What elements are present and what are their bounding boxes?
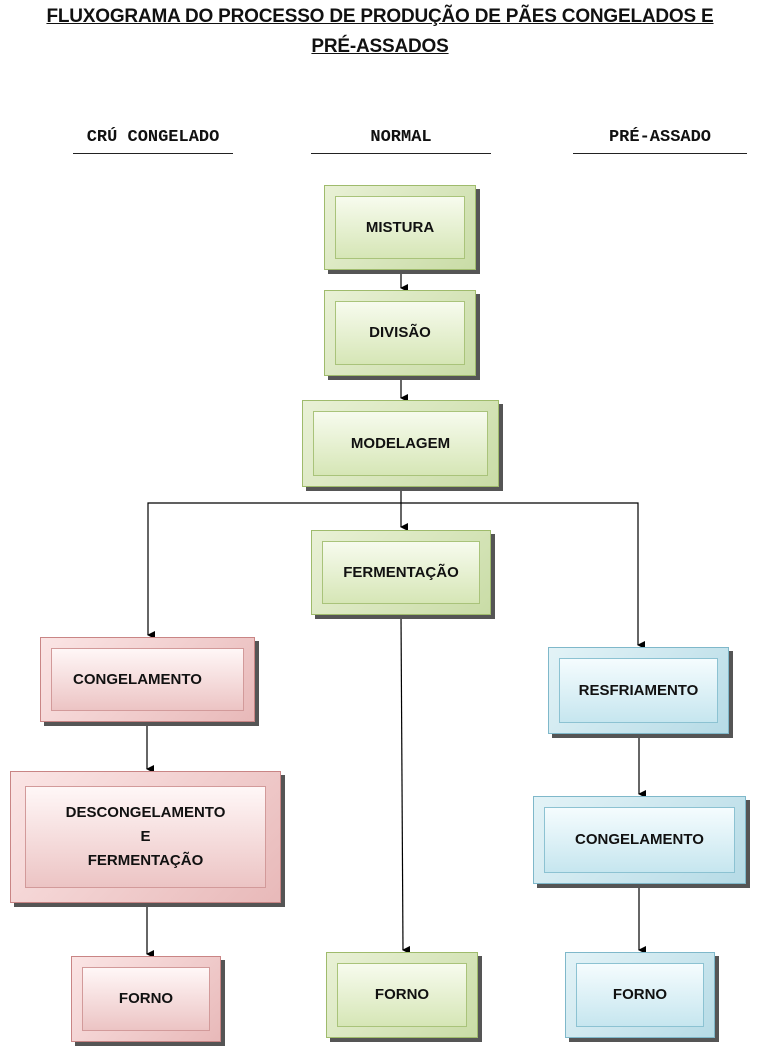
column-header-pre-assado: PRÉ-ASSADO [573,128,747,154]
column-header-normal: NORMAL [311,128,491,154]
node-modelagem: MODELAGEM [302,400,499,487]
diagram-title-line-2: PRÉ-ASSADOS [311,36,449,57]
node-fermentacao: FERMENTAÇÃO [311,530,491,615]
node-forno-cru: FORNO [71,956,221,1042]
diagram-title-line-1: FLUXOGRAMA DO PROCESSO DE PRODUÇÃO DE PÃ… [46,6,714,27]
node-divisao: DIVISÃO [324,290,476,376]
node-forno-normal: FORNO [326,952,478,1038]
node-mistura: MISTURA [324,185,476,270]
arrow-fermentacao-forno [400,614,411,954]
column-header-cru-congelado: CRÚ CONGELADO [73,128,233,154]
node-congelamento-cru: CONGELAMENTO [40,637,255,722]
node-congelamento-pre: CONGELAMENTO [533,796,746,884]
node-descongelamento-fermentacao: DESCONGELAMENTO E FERMENTAÇÃO [10,771,281,903]
arrow-modelagem-congelamento-cru [147,502,401,639]
arrow-modelagem-resfriamento [401,502,645,649]
node-resfriamento: RESFRIAMENTO [548,647,729,734]
node-forno-pre: FORNO [565,952,715,1038]
